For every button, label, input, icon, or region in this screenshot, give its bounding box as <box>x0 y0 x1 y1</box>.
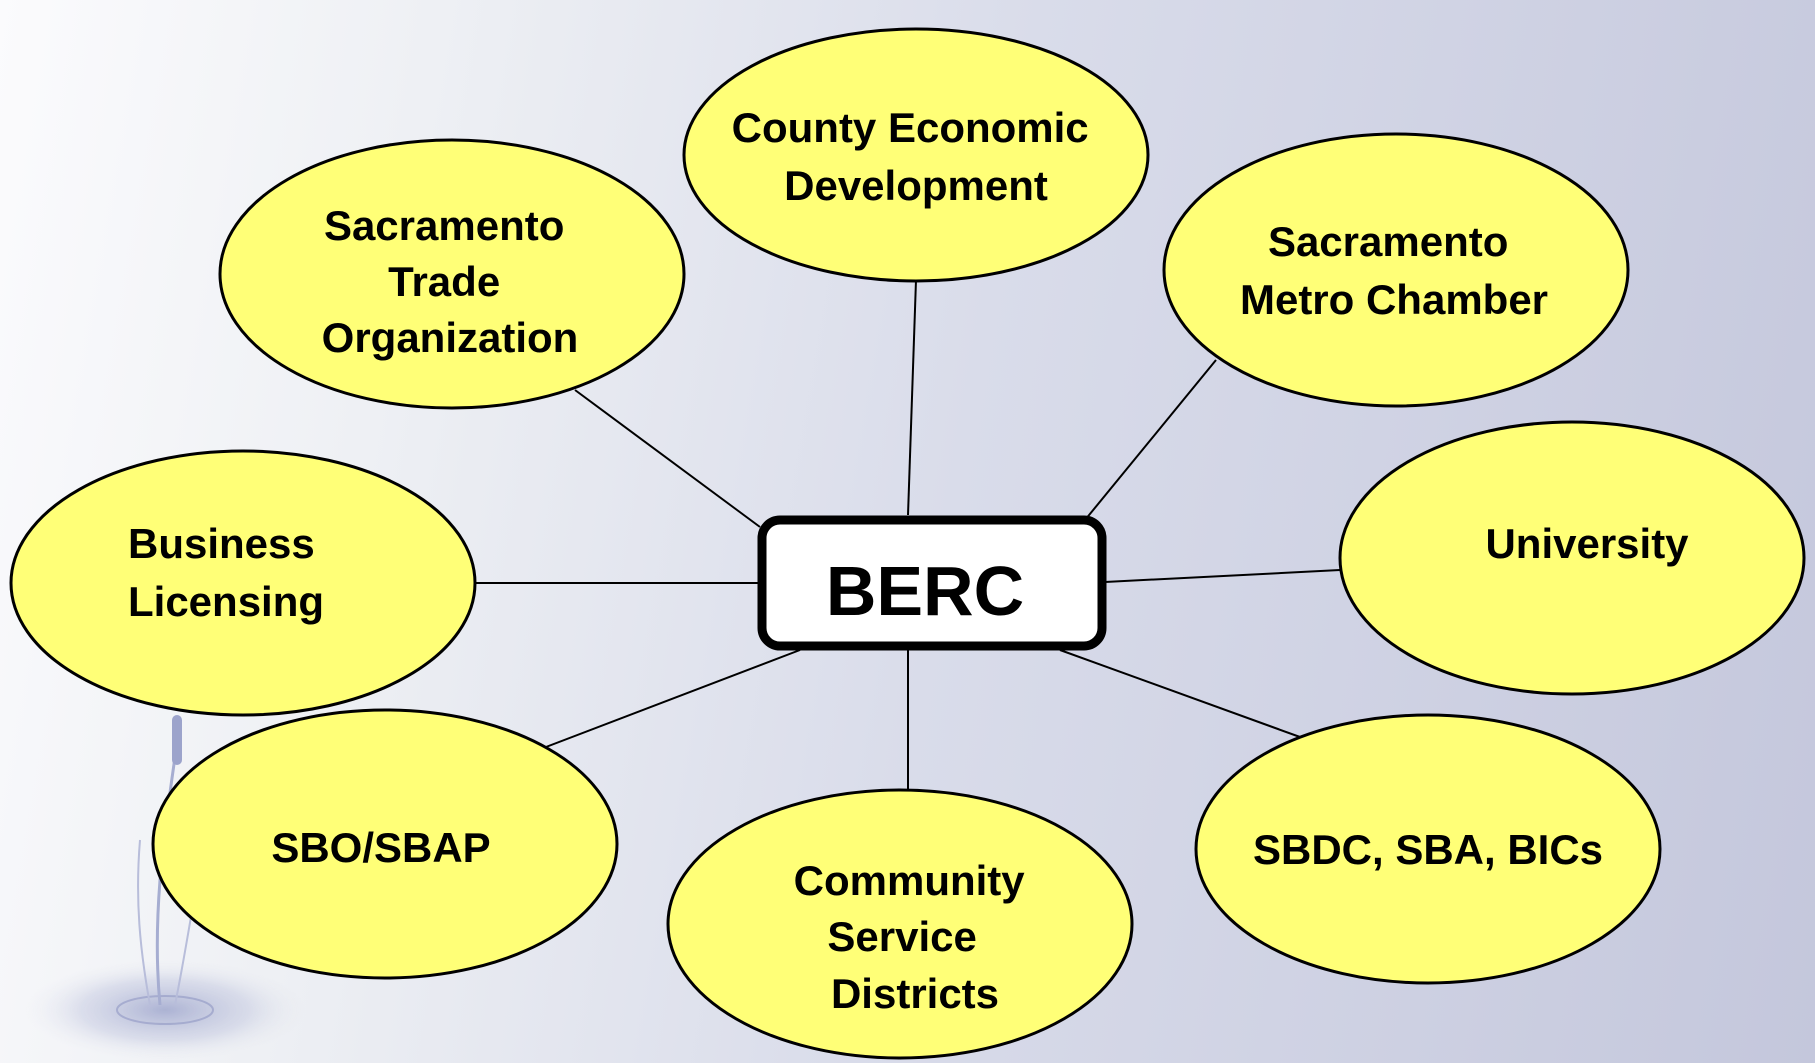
node-label-line: Trade <box>388 258 500 305</box>
node-label: SBO/SBAP <box>271 824 490 871</box>
node-label: SBDC, SBA, BICs <box>1253 826 1603 873</box>
node-bubble <box>218 138 686 410</box>
connector-county-economic-development <box>907 279 917 516</box>
node-label-line: Metro Chamber <box>1240 276 1548 323</box>
node-bubble <box>682 27 1150 283</box>
node-label-line: County Economic <box>732 104 1089 151</box>
node-business-licensing: Business Licensing <box>9 449 477 717</box>
node-bubble <box>1338 420 1806 696</box>
node-label-line: Business <box>128 520 315 567</box>
node-label-line: Service <box>827 913 976 960</box>
node-label: Sacramento Trade Organization <box>322 202 579 361</box>
node-label-line: Sacramento <box>324 202 564 249</box>
node-bubble <box>1162 132 1630 408</box>
connector-sbo-sbap <box>524 649 801 756</box>
node-label: Business Licensing <box>128 520 326 625</box>
node-university: University <box>1338 420 1806 696</box>
connector-sacramento-trade-organization <box>574 389 761 528</box>
node-label: County Economic Development <box>732 104 1101 209</box>
node-label-line: Districts <box>831 970 999 1017</box>
node-label: University <box>1485 520 1689 567</box>
node-label-line: Community <box>794 857 1026 904</box>
node-bubble <box>9 449 477 717</box>
center-hub-berc: BERC <box>757 515 1107 651</box>
node-bubble <box>151 708 619 980</box>
connector-university <box>1104 569 1341 583</box>
node-bubble <box>1194 713 1662 985</box>
node-label-line: SBO/SBAP <box>271 824 490 871</box>
node-label-line: Sacramento <box>1268 218 1508 265</box>
node-sacramento-trade-organization: Sacramento Trade Organization <box>218 138 686 410</box>
node-sbo-sbap: SBO/SBAP <box>151 708 619 980</box>
node-label: Sacramento Metro Chamber <box>1240 218 1548 323</box>
node-label-line: Licensing <box>128 578 324 625</box>
center-hub-box <box>757 515 1107 651</box>
connector-sacramento-metro-chamber <box>1084 359 1217 521</box>
node-label-line: University <box>1485 520 1689 567</box>
node-label-line: Development <box>784 162 1048 209</box>
connector-lines <box>475 279 1341 793</box>
center-hub-label: BERC <box>826 552 1024 630</box>
node-community-service-districts: Community Service Districts <box>666 788 1134 1060</box>
node-label-line: Organization <box>322 314 579 361</box>
node-sbdc-sba-bics: SBDC, SBA, BICs <box>1194 713 1662 985</box>
node-label-line: SBDC, SBA, BICs <box>1253 826 1603 873</box>
node-sacramento-metro-chamber: Sacramento Metro Chamber <box>1162 132 1630 408</box>
connector-sbdc-sba-bics <box>1059 649 1301 738</box>
node-county-economic-development: County Economic Development <box>682 27 1150 283</box>
node-label: Community Service Districts <box>794 857 1037 1017</box>
node-bubble <box>666 788 1134 1060</box>
